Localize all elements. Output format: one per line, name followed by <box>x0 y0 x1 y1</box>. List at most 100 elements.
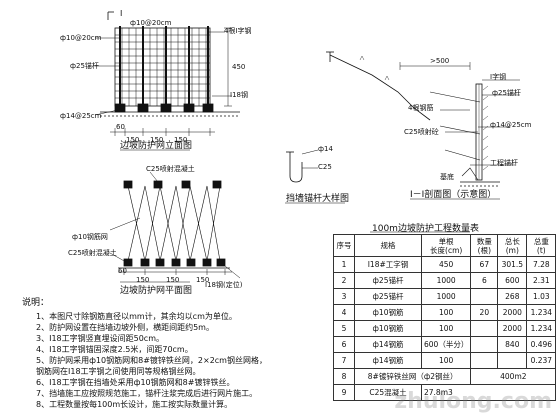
table-cell: 2000 <box>497 304 528 321</box>
table-cell: 7.28 <box>526 256 557 273</box>
table-cell: 2.31 <box>526 272 557 289</box>
section-label-7: 基底 <box>440 173 454 181</box>
quantity-table-header: 序号 <box>333 234 355 257</box>
plan-zigzag-net <box>127 185 221 262</box>
table-cell: 100 <box>420 352 472 369</box>
elevation-dim-2: 150 <box>126 136 140 144</box>
quantity-table-header: 规格 <box>354 234 422 257</box>
watermark: zhulong.com <box>394 389 552 414</box>
elevation-right-label-1: 4根I字钢 <box>224 27 252 35</box>
table-cell: 268 <box>497 288 528 305</box>
table-cell <box>470 352 499 369</box>
table-cell: I18#工字钢 <box>354 256 422 273</box>
table-cell: 9 <box>333 384 355 401</box>
plan-title: 边坡防护网平面图 <box>120 286 193 296</box>
table-cell: ф10钢筋 <box>354 320 422 337</box>
table-row: 1 I18#工字钢 450 67 301.5 7.28 <box>333 256 557 273</box>
table-cell: 1.234 <box>526 304 557 321</box>
table-row: 4 ф10钢筋 100 20 2000 1.234 <box>333 304 557 321</box>
table-cell: ф14钢筋 <box>354 336 422 353</box>
plan-dim-2: 150 <box>136 276 150 284</box>
section-view <box>326 51 520 187</box>
title-underlines <box>120 149 500 283</box>
quantity-table-title: 100m边坡防护工程数量表 <box>372 224 479 234</box>
section-top-dim: >500 <box>430 57 450 65</box>
plan-dim-1: 60 <box>118 267 127 275</box>
quantity-table-header: 总长 (m) <box>497 234 528 257</box>
table-cell: 100 <box>420 320 472 337</box>
detail-view <box>286 149 319 183</box>
table-cell: 100 <box>420 304 472 321</box>
elevation-dimensions <box>110 27 232 136</box>
section-title: I－I剖面图（示意图） <box>410 190 497 200</box>
notes-heading: 说明： <box>22 298 50 308</box>
elevation-mesh-horizontal <box>115 34 210 99</box>
table-cell: 2000 <box>497 320 528 337</box>
table-cell: 4 <box>333 304 355 321</box>
table-row: 6 ф14钢筋 600（半分） 840 0.496 <box>333 336 557 353</box>
section-slope-line <box>329 54 431 121</box>
table-cell <box>470 320 499 337</box>
note-item: 1、本图尺寸除钢筋直径以mm计，其余均以cm为单位。 <box>36 312 237 321</box>
table-cell: 1.03 <box>526 288 557 305</box>
section-label-2: ф25锚杆 <box>492 89 521 97</box>
note-item: 5、防护网采用ф10钢筋网和8#镀锌铁丝网，2×2cm钢丝网格， <box>36 356 267 365</box>
table-cell: 7 <box>333 352 355 369</box>
plan-top-posts <box>123 180 222 189</box>
elevation-spacing-label: ф10@20cm <box>60 34 102 42</box>
plan-bottom-label: C25喷射混凝土 <box>68 249 117 257</box>
note-item: 4、I18工字钢锚固深度2.5米，间距70cm。 <box>36 345 193 354</box>
note-item: 3、I18工字钢竖直埋设间距50cm。 <box>36 334 164 343</box>
note-item: 钢筋网在I18工字钢之间使用同等规格钢丝网。 <box>36 367 201 376</box>
table-cell: 1000 <box>420 272 472 289</box>
plan-bottom-posts <box>123 258 226 267</box>
table-cell: 67 <box>470 256 499 273</box>
table-cell: 8#镀锌铁丝网（ф2钢丝） <box>353 368 472 385</box>
table-cell: 450 <box>420 256 472 273</box>
table-cell: 8 <box>333 368 355 385</box>
elevation-dim-4: 150 <box>174 136 188 144</box>
quantity-table-header: 数量 (根) <box>470 234 499 257</box>
section-label-5: C25喷射砼 <box>404 128 439 136</box>
section-anchor-rods <box>429 91 481 161</box>
note-item: 6、I18工字钢在挡墙处采用ф10钢筋网和8#镀锌铁丝。 <box>36 378 235 387</box>
table-cell: 2 <box>333 272 355 289</box>
table-cell: 400m2 <box>470 368 557 385</box>
section-label-6: 工程锚杆 <box>490 159 518 167</box>
table-cell <box>470 336 499 353</box>
quantity-table-header-row: 序号 规格 单根 长度(cm) 数量 (根) 总长 (m) 总重 (t) <box>333 234 557 257</box>
elevation-rebar-label: ф25锚杆 <box>70 62 99 70</box>
table-cell: 840 <box>497 336 528 353</box>
plan-view <box>109 171 241 279</box>
notes-block: 说明： 1、本图尺寸除钢筋直径以mm计，其余均以cm为单位。 2、防护网设置在挡… <box>22 298 267 410</box>
elevation-dim-3: 150 <box>150 136 164 144</box>
elevation-mesh-vertical <box>121 28 207 106</box>
plan-dim-3: 150 <box>166 276 180 284</box>
table-row: 2 ф25锚杆 1000 6 600 2.31 <box>333 272 557 289</box>
table-cell: 20 <box>470 304 499 321</box>
section-label-3: 4根钢筋 <box>408 104 434 112</box>
note-item: 7、挡墙施工应按照规范施工，锚杆注浆完成后进行网片施工。 <box>36 389 258 398</box>
table-row: 5 ф10钢筋 100 2000 1.234 <box>333 320 557 337</box>
elevation-section-marker: I <box>120 9 123 18</box>
plan-dim-4: 150 <box>196 276 210 284</box>
plan-top-label: C25喷射混凝土 <box>146 165 195 173</box>
table-cell: 5 <box>333 320 355 337</box>
section-label-1: I字钢 <box>490 73 507 81</box>
detail-hook <box>289 152 303 183</box>
detail-label-a: ф14 <box>318 145 333 153</box>
quantity-table: 序号 规格 单根 长度(cm) 数量 (根) 总长 (m) 总重 (t) 1 I… <box>333 234 557 401</box>
table-row: 3 ф25锚杆 1000 268 1.03 <box>333 288 557 305</box>
elevation-posts <box>119 26 209 112</box>
table-cell: 600（半分） <box>420 336 472 353</box>
table-row: 9 C25混凝土 27.8m3 <box>333 384 557 401</box>
table-cell: ф14钢筋 <box>354 352 422 369</box>
note-item: 2、防护网设置在挡墙边坡外侧，横距间距约5m。 <box>36 323 214 332</box>
table-row: 8 8#镀锌铁丝网（ф2钢丝） 400m2 <box>333 368 557 385</box>
table-cell: 1.234 <box>526 320 557 337</box>
table-row: 7 ф14钢筋 100 0.237 <box>333 352 557 369</box>
quantity-table-header: 单根 长度(cm) <box>420 234 472 257</box>
section-label-4: ф14@25cm <box>490 121 532 129</box>
plan-right-label: I18钢(定位) <box>205 281 243 289</box>
table-cell: 1 <box>333 256 355 273</box>
